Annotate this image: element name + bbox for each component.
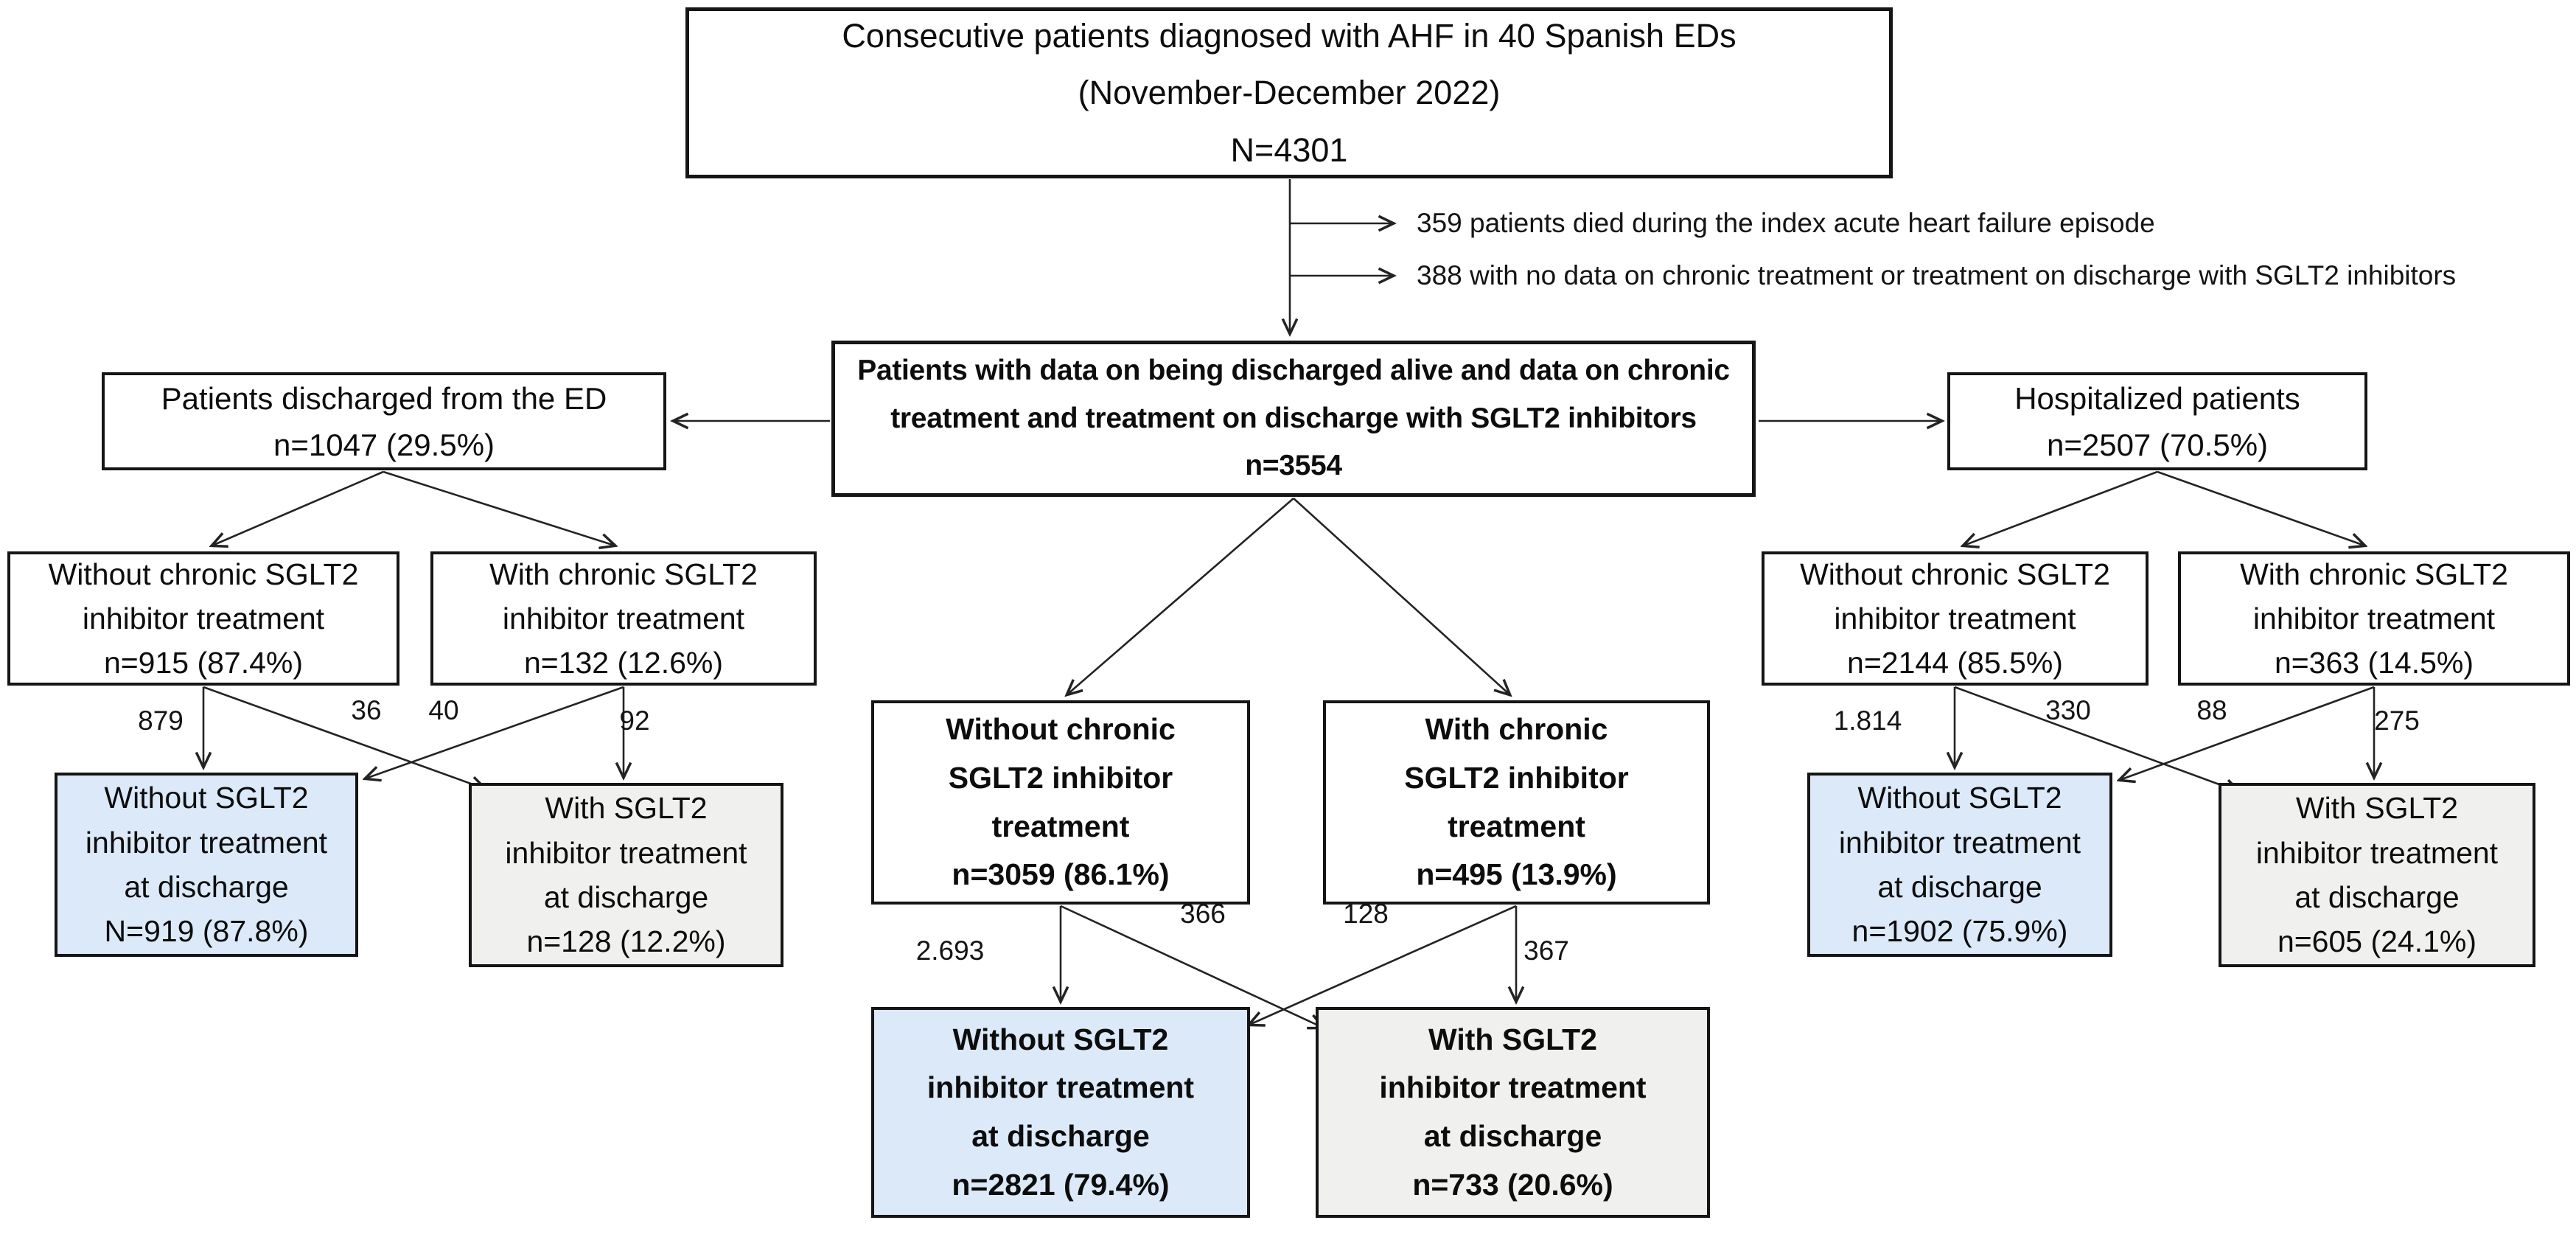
box-line: inhibitor treatment <box>505 835 747 870</box>
box-ed-with-sglt2-discharge: With SGLT2 inhibitor treatment at discha… <box>469 783 783 967</box>
box-line: Hospitalized patients <box>2014 380 2300 416</box>
arrow-eligible-to-overall-with-chronic <box>1293 498 1509 694</box>
box-line: n=2507 (70.5%) <box>2046 427 2269 462</box>
box-line: n=132 (12.6%) <box>523 646 724 680</box>
box-line: Without SGLT2 <box>1857 781 2062 815</box>
arrow-ed-to-with-chronic <box>383 470 615 546</box>
box-line: n=2821 (79.4%) <box>952 1167 1170 1202</box>
box-line: at discharge <box>543 880 709 914</box>
box-line: Without SGLT2 <box>952 1022 1169 1056</box>
box-line: treatment and treatment on discharge wit… <box>890 402 1697 434</box>
box-line: (November-December 2022) <box>1078 74 1501 112</box>
count-overall-cross-to-with: 366 <box>1180 899 1226 929</box>
count-overall-cross-to-without: 128 <box>1343 899 1389 929</box>
count-hosp-to-without: 1.814 <box>1833 705 1902 736</box>
box-line: Without chronic SGLT2 <box>48 557 359 591</box>
box-line: Consecutive patients diagnosed with AHF … <box>842 16 1736 55</box>
box-line: n=3059 (86.1%) <box>952 857 1170 892</box>
count-overall-to-without: 2.693 <box>915 935 985 966</box>
box-line: n=733 (20.6%) <box>1412 1167 1613 1202</box>
box-overall-with-sglt2-discharge: With SGLT2 inhibitor treatment at discha… <box>1316 1007 1710 1218</box>
box-eligible: Patients with data on being discharged a… <box>831 341 1756 497</box>
count-hosp-to-with: 275 <box>2374 705 2420 736</box>
box-line: With SGLT2 <box>1428 1022 1597 1056</box>
arrow-overall-with-cross-to-without-discharge <box>1249 905 1517 1025</box>
box-line: n=915 (87.4%) <box>103 646 304 680</box>
arrow-overall-without-cross-to-with-discharge <box>1060 905 1323 1028</box>
box-line: inhibitor treatment <box>2255 835 2499 870</box>
box-overall-without-chronic: Without chronic SGLT2 inhibitor treatmen… <box>871 700 1250 905</box>
box-line: inhibitor treatment <box>1834 601 2076 635</box>
box-overall-without-sglt2-discharge: Without SGLT2 inhibitor treatment at dis… <box>871 1007 1250 1218</box>
box-ed-with-chronic: With chronic SGLT2 inhibitor treatment n… <box>430 551 817 686</box>
box-line: N=919 (87.8%) <box>104 914 309 949</box>
arrow-eligible-to-overall-without-chronic <box>1067 498 1294 694</box>
count-ed-cross-to-with: 36 <box>351 695 382 725</box>
count-ed-to-without: 879 <box>138 705 184 736</box>
count-hosp-cross-to-without: 88 <box>2196 695 2227 725</box>
box-hosp-without-chronic: Without chronic SGLT2 inhibitor treatmen… <box>1762 551 2149 686</box>
box-line: inhibitor treatment <box>502 601 745 635</box>
box-line: Without chronic <box>946 712 1176 747</box>
box-line: SGLT2 inhibitor <box>948 760 1173 795</box>
box-line: inhibitor treatment <box>1838 825 2081 860</box>
box-line: With chronic SGLT2 <box>489 557 758 591</box>
box-line: n=605 (24.1%) <box>2277 924 2477 959</box>
box-line: n=1902 (75.9%) <box>1851 914 2068 949</box>
box-hospitalized: Hospitalized patients n=2507 (70.5%) <box>1947 372 2367 470</box>
box-line: With SGLT2 <box>545 791 708 826</box>
arrow-ed-with-cross-to-without-discharge <box>366 686 624 778</box>
box-hosp-without-sglt2-discharge: Without SGLT2 inhibitor treatment at dis… <box>1807 773 2112 957</box>
box-line: n=3554 <box>1245 450 1342 482</box>
box-line: n=1047 (29.5%) <box>273 427 495 462</box>
box-line: N=4301 <box>1230 130 1348 169</box>
box-hosp-with-chronic: With chronic SGLT2 inhibitor treatment n… <box>2178 551 2570 686</box>
box-hosp-with-sglt2-discharge: With SGLT2 inhibitor treatment at discha… <box>2219 783 2535 967</box>
arrow-ed-to-without-chronic <box>212 470 384 546</box>
box-line: n=363 (14.5%) <box>2274 646 2474 680</box>
exclusion-no-data-label: 388 with no data on chronic treatment or… <box>1417 260 2457 290</box>
box-line: SGLT2 inhibitor <box>1404 760 1629 795</box>
box-line: treatment <box>1448 809 1585 843</box>
box-line: at discharge <box>1877 870 2042 904</box>
box-line: at discharge <box>971 1119 1150 1153</box>
box-line: Without SGLT2 <box>104 781 309 815</box>
box-line: at discharge <box>1423 1119 1602 1153</box>
box-line: Without chronic SGLT2 <box>1800 557 2110 591</box>
count-ed-cross-to-without: 40 <box>428 695 459 725</box>
box-overall-with-chronic: With chronic SGLT2 inhibitor treatment n… <box>1323 700 1710 905</box>
box-line: inhibitor treatment <box>2252 601 2496 635</box>
box-ed-without-chronic: Without chronic SGLT2 inhibitor treatmen… <box>7 551 399 686</box>
box-ed-discharged: Patients discharged from the ED n=1047 (… <box>102 372 666 470</box>
box-line: Patients with data on being discharged a… <box>857 354 1730 386</box>
arrow-hosp-to-without-chronic <box>1964 470 2158 546</box>
box-line: inhibitor treatment <box>82 601 325 635</box>
box-source-population: Consecutive patients diagnosed with AHF … <box>685 7 1893 178</box>
box-line: n=128 (12.2%) <box>526 924 726 959</box>
box-line: With SGLT2 <box>2295 791 2459 826</box>
count-overall-to-with: 367 <box>1523 935 1569 966</box>
box-line: With chronic <box>1425 712 1608 747</box>
box-line: inhibitor treatment <box>926 1070 1195 1105</box>
count-hosp-cross-to-with: 330 <box>2045 695 2091 725</box>
arrow-hosp-with-cross-to-without-discharge <box>2120 686 2375 780</box>
count-ed-to-with: 92 <box>619 705 650 736</box>
box-line: inhibitor treatment <box>1379 1070 1647 1105</box>
box-line: at discharge <box>2294 880 2460 914</box>
box-line: With chronic SGLT2 <box>2240 557 2508 591</box>
box-line: treatment <box>991 809 1130 843</box>
arrow-hosp-to-with-chronic <box>2157 470 2364 546</box>
exclusion-died-label: 359 patients died during the index acute… <box>1417 208 2155 238</box>
box-line: Patients discharged from the ED <box>161 380 607 416</box>
box-line: n=495 (13.9%) <box>1416 857 1617 892</box>
arrow-hosp-without-cross-to-with-discharge <box>1954 686 2239 792</box>
box-line: inhibitor treatment <box>85 825 328 860</box>
arrow-ed-without-cross-to-with-discharge <box>203 686 485 789</box>
box-line: n=2144 (85.5%) <box>1847 646 2063 680</box>
box-line: at discharge <box>124 870 289 904</box>
box-ed-without-sglt2-discharge: Without SGLT2 inhibitor treatment at dis… <box>55 773 358 957</box>
